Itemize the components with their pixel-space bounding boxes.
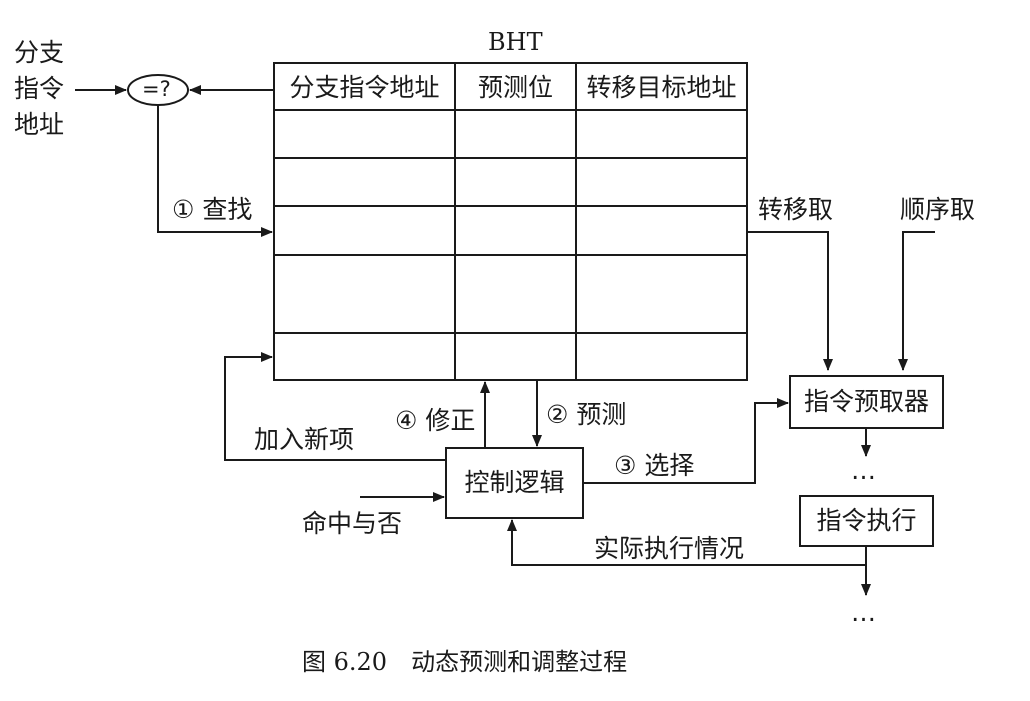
execute-label: 指令执行 — [816, 506, 917, 535]
figure-caption: 图 6.20 动态预测和调整过程 — [302, 648, 628, 676]
arrow-sequential-fetch — [898, 231, 935, 371]
bht-header-branch-address: 分支指令地址 — [289, 73, 440, 102]
control-logic-label: 控制逻辑 — [464, 468, 565, 497]
step-predict-label: ② 预测 — [546, 400, 627, 429]
branch-fetch-label: 转移取 — [758, 195, 834, 224]
step-lookup-label: ① 查找 — [172, 195, 253, 224]
arrow-lookup — [157, 105, 273, 237]
add-new-entry-label: 加入新项 — [254, 425, 355, 454]
ellipsis-after-prefetcher: … — [851, 456, 876, 485]
input-label-line3: 地址 — [14, 110, 65, 139]
input-label-line2: 指令 — [14, 74, 65, 103]
input-label-line1: 分支 — [14, 38, 65, 67]
step-modify-label: ④ 修正 — [395, 406, 476, 435]
sequential-fetch-label: 顺序取 — [900, 195, 976, 224]
comparator-label: =? — [142, 77, 171, 101]
bht-title: BHT — [488, 28, 543, 56]
hit-or-miss-label: 命中与否 — [302, 509, 403, 538]
bht-header-prediction-bits: 预测位 — [477, 73, 553, 102]
prefetcher-label: 指令预取器 — [803, 387, 929, 416]
arrow-branch-fetch — [747, 231, 833, 371]
ellipsis-after-execute: … — [851, 598, 876, 627]
arrow-add-new-entry — [224, 352, 446, 461]
arrow-actual-execution — [507, 519, 866, 566]
actual-execution-label: 实际执行情况 — [594, 534, 745, 563]
arrow-select — [583, 398, 789, 484]
bht-header-target-address: 转移目标地址 — [586, 73, 737, 102]
bht-table — [273, 62, 748, 381]
step-select-label: ③ 选择 — [614, 451, 695, 480]
